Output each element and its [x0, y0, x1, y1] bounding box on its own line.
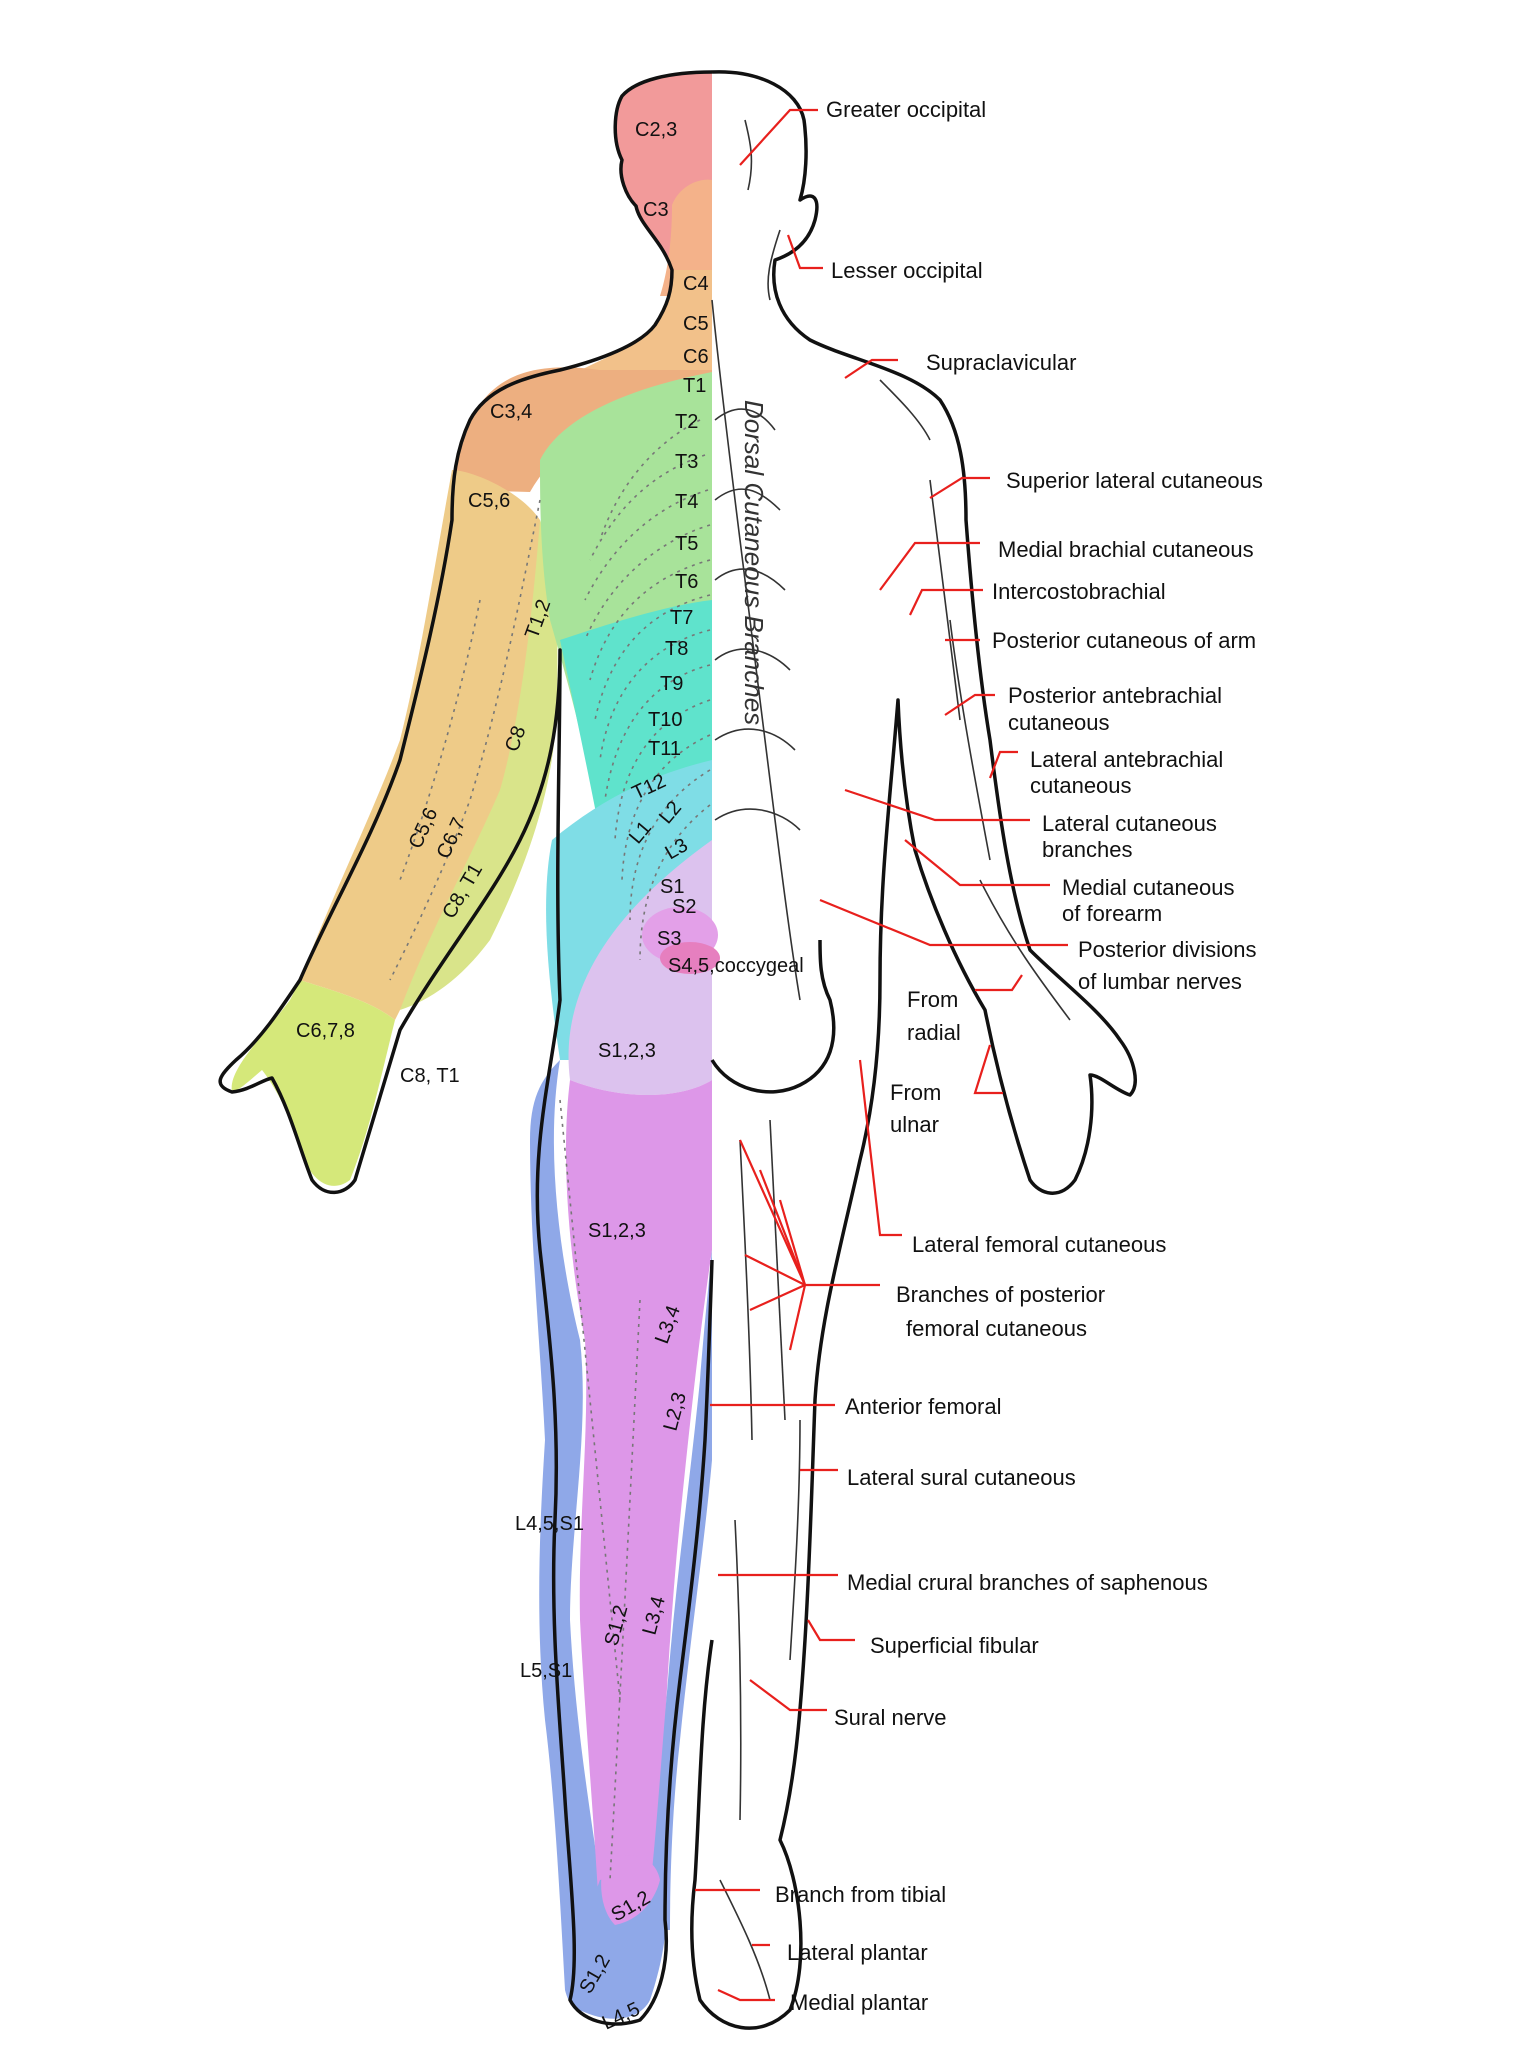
region-hand [231, 980, 395, 1186]
region-leg-lateral [530, 1060, 600, 2012]
seg-t9: T9 [660, 673, 683, 695]
seg-t10: T10 [648, 709, 682, 731]
region-s4-5 [660, 942, 720, 974]
label-branches-posterior-femoral-2: femoral cutaneous [906, 1316, 1087, 1341]
label-lateral-sural-cutaneous: Lateral sural cutaneous [847, 1465, 1076, 1490]
label-posterior-antebrachial-2: cutaneous [1008, 710, 1110, 735]
seg-t11: T11 [648, 738, 681, 760]
leader-lines [695, 108, 1068, 2002]
seg-c2-3: C2,3 [635, 119, 677, 141]
region-arm [300, 470, 542, 1020]
seg-s1-2-3-thigh: S1,2,3 [588, 1220, 646, 1242]
label-lateral-cutaneous-branches-1: Lateral cutaneous [1042, 811, 1217, 836]
region-foot [574, 1875, 667, 2019]
label-medial-cutaneous-forearm-1: Medial cutaneous [1062, 875, 1234, 900]
label-superior-lateral-cutaneous: Superior lateral cutaneous [1006, 468, 1263, 493]
seg-s2: S2 [672, 896, 696, 918]
seg-s3: S3 [657, 928, 681, 950]
seg-t4: T4 [675, 491, 698, 513]
segment-labels: C2,3 C3 C4 C5 C6 T1 T2 T3 T4 T5 T6 T7 T8… [296, 119, 804, 2035]
seg-s4-5: S4,5,coccygeal [668, 955, 804, 977]
seg-l4-5-s1-calf: L4,5,S1 [515, 1513, 584, 1535]
seg-t1: T1 [683, 375, 706, 397]
label-medial-plantar: Medial plantar [790, 1990, 928, 2015]
seg-c8-t1-hand: C8, T1 [400, 1065, 460, 1087]
label-lesser-occipital: Lesser occipital [831, 258, 983, 283]
region-leg-posterior [565, 1080, 712, 1930]
vertical-cutaneous-text: Dorsal Cutaneous Branches [739, 400, 769, 725]
label-from-radial-1: From [907, 987, 958, 1012]
dermatome-map [218, 70, 720, 2026]
label-supraclavicular: Supraclavicular [926, 350, 1076, 375]
region-heel [601, 1855, 660, 1925]
label-sural-nerve: Sural nerve [834, 1705, 947, 1730]
label-lateral-femoral-cutaneous: Lateral femoral cutaneous [912, 1232, 1166, 1257]
seg-c4: C4 [683, 273, 709, 295]
seg-c6: C6 [683, 346, 709, 368]
label-lateral-cutaneous-branches-2: branches [1042, 837, 1133, 862]
seg-t3: T3 [675, 451, 698, 473]
label-superficial-fibular: Superficial fibular [870, 1633, 1039, 1658]
seg-c3: C3 [643, 199, 669, 221]
label-lateral-antebrachial-2: cutaneous [1030, 773, 1132, 798]
seg-c5-6-shoulder: C5,6 [468, 490, 510, 512]
seg-s1-2-3-buttock: S1,2,3 [598, 1040, 656, 1062]
label-from-ulnar-2: ulnar [890, 1112, 939, 1137]
label-from-radial-2: radial [907, 1020, 961, 1045]
region-s1-2-3-buttock [568, 840, 712, 1095]
region-leg-medial [645, 1250, 712, 1930]
seg-t7: T7 [670, 607, 693, 629]
label-posterior-cutaneous-arm: Posterior cutaneous of arm [992, 628, 1256, 653]
label-intercostobrachial: Intercostobrachial [992, 579, 1166, 604]
label-posterior-divisions-1: Posterior divisions [1078, 937, 1257, 962]
label-anterior-femoral: Anterior femoral [845, 1394, 1002, 1419]
label-posterior-antebrachial-1: Posterior antebrachial [1008, 683, 1222, 708]
label-branches-posterior-femoral-1: Branches of posterior [896, 1282, 1105, 1307]
seg-l5-s1-calf: L5,S1 [520, 1660, 572, 1682]
nerve-drawing: Dorsal Cutaneous Branches [689, 70, 1137, 2030]
seg-c6-7-8-hand: C6,7,8 [296, 1020, 355, 1042]
region-c3 [660, 179, 712, 296]
label-medial-crural-branches: Medial crural branches of saphenous [847, 1570, 1208, 1595]
region-c4-c6 [560, 270, 712, 380]
label-from-ulnar-1: From [890, 1080, 941, 1105]
label-medial-brachial-cutaneous: Medial brachial cutaneous [998, 537, 1254, 562]
seg-t5: T5 [675, 533, 698, 555]
seg-t8: T8 [665, 638, 688, 660]
label-greater-occipital: Greater occipital [826, 97, 986, 122]
seg-s1: S1 [660, 876, 684, 898]
seg-c5: C5 [683, 313, 709, 335]
label-lateral-antebrachial-1: Lateral antebrachial [1030, 747, 1223, 772]
seg-t6: T6 [675, 571, 698, 593]
label-medial-cutaneous-forearm-2: of forearm [1062, 901, 1162, 926]
seg-t2: T2 [675, 411, 698, 433]
label-branch-from-tibial: Branch from tibial [775, 1882, 946, 1907]
label-posterior-divisions-2: of lumbar nerves [1078, 969, 1242, 994]
nerve-labels: Greater occipital Lesser occipital Supra… [775, 97, 1263, 2015]
label-lateral-plantar: Lateral plantar [787, 1940, 928, 1965]
seg-c3-4: C3,4 [490, 401, 532, 423]
